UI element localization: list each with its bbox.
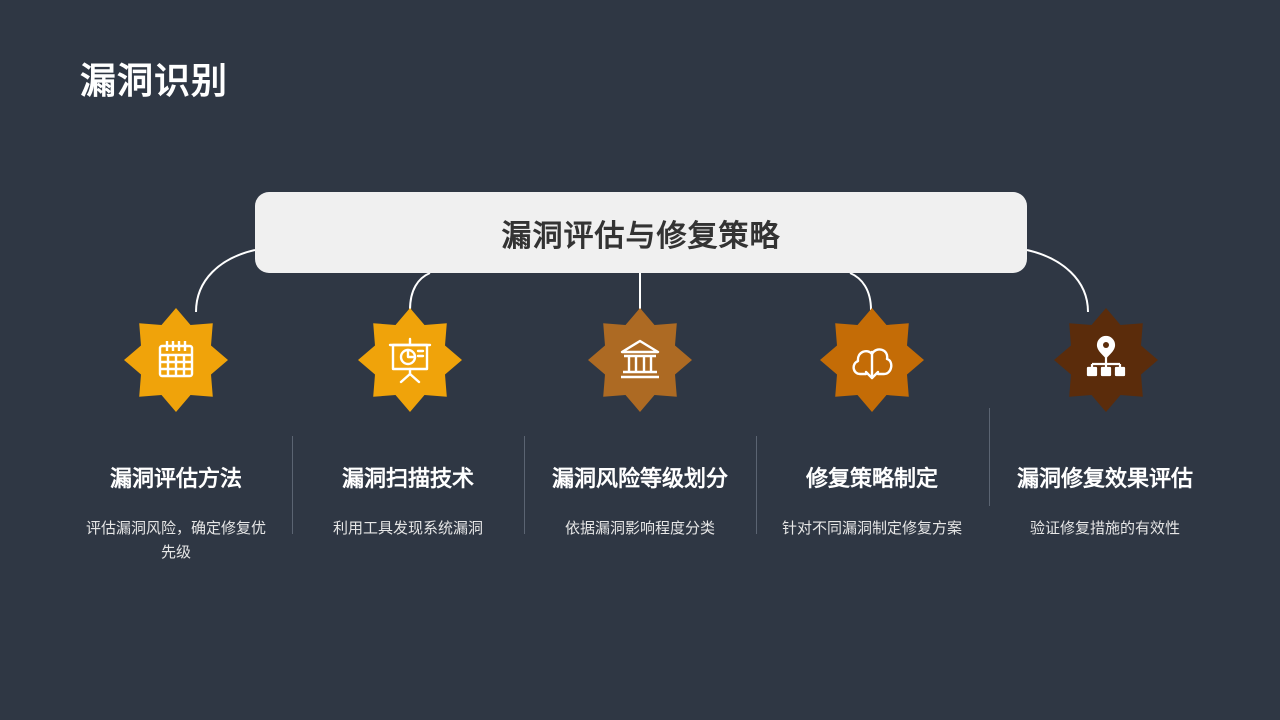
center-topic-box: 漏洞评估与修复策略 [255,192,1027,273]
column-divider [524,436,525,534]
badge-5 [1054,308,1158,412]
cloud-download-icon [852,348,893,380]
item-title: 漏洞扫描技术 [341,467,474,492]
item-description: 针对不同漏洞制定修复方案 [781,519,962,537]
page-title: 漏洞识别 [80,61,229,102]
item-description: 验证修复措施的有效性 [1029,519,1180,537]
item-title: 漏洞修复效果评估 [1016,467,1193,492]
presentation-board-icon [388,337,432,384]
item-description: 评估漏洞风险，确定修复优先级 [85,519,266,561]
column-divider [756,436,757,534]
item-description: 依据漏洞影响程度分类 [564,519,715,537]
badge-2 [358,308,462,412]
badge-1 [124,308,228,412]
badge-star [358,308,462,412]
item-title: 修复策略制定 [805,467,938,492]
center-topic-title: 漏洞评估与修复策略 [501,218,781,254]
location-network-icon [1086,335,1126,377]
item-1: 漏洞评估方法 评估漏洞风险，确定修复优先级 [76,454,276,564]
item-description: 利用工具发现系统漏洞 [332,519,483,537]
item-title: 漏洞风险等级划分 [551,467,728,492]
badge-4 [820,308,924,412]
column-divider [292,436,293,534]
item-2: 漏洞扫描技术 利用工具发现系统漏洞 [308,454,508,540]
badge-3 [588,308,692,412]
column-divider [989,408,990,506]
item-3: 漏洞风险等级划分 依据漏洞影响程度分类 [540,454,740,540]
item-4: 修复策略制定 针对不同漏洞制定修复方案 [772,454,972,540]
badge-star [588,308,692,412]
item-title: 漏洞评估方法 [109,467,242,492]
bank-building-icon [620,339,660,379]
calendar-icon [158,341,194,378]
item-5: 漏洞修复效果评估 验证修复措施的有效性 [1005,454,1205,540]
